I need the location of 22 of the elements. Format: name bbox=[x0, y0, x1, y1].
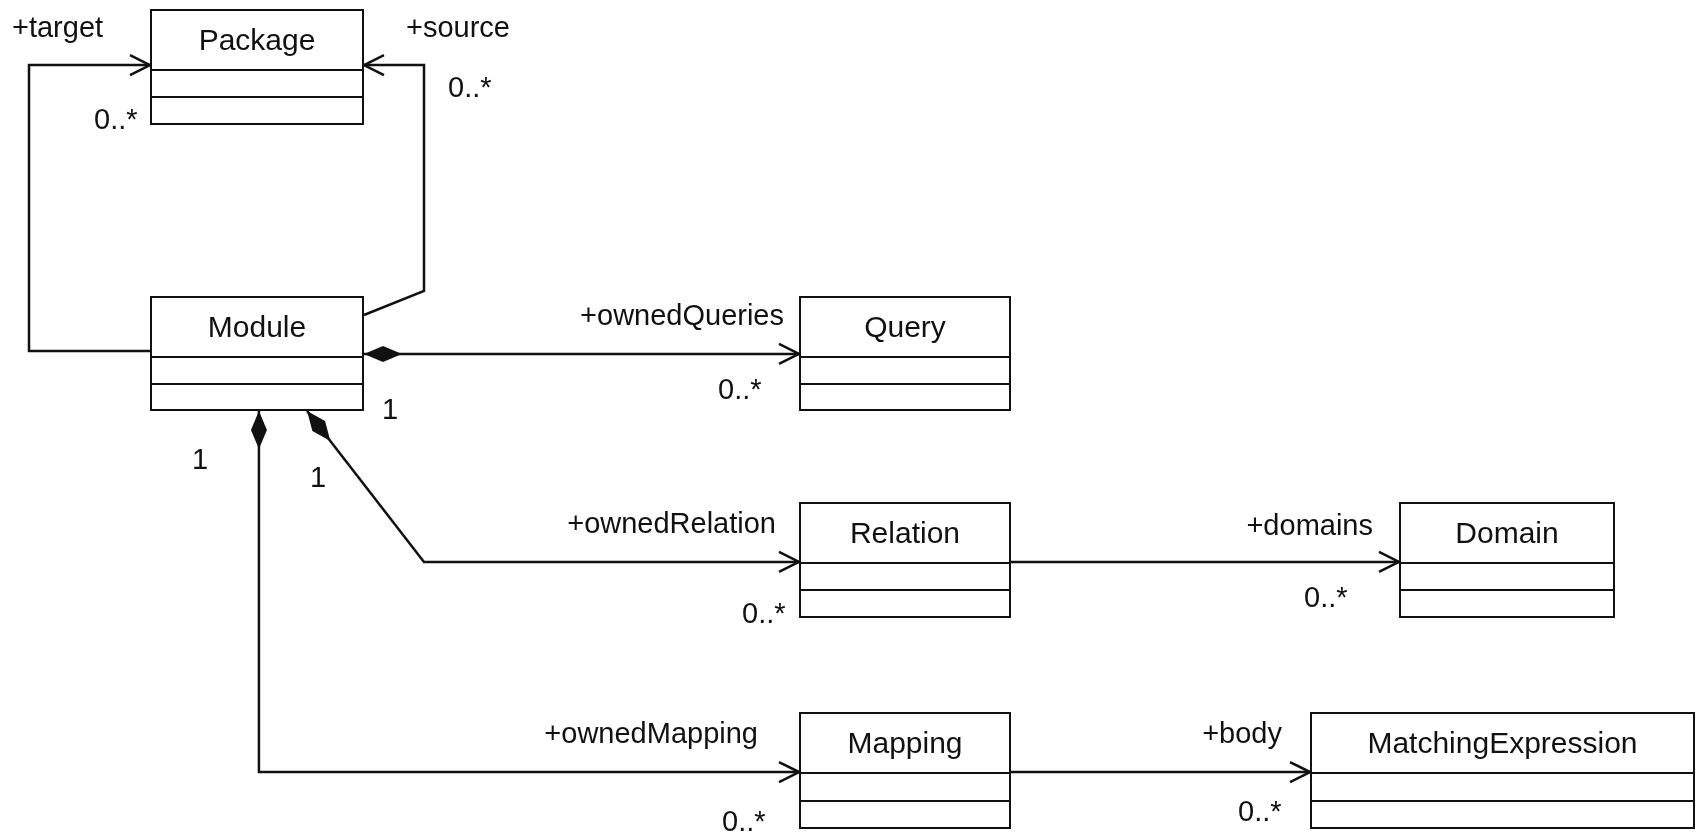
class-box bbox=[150, 9, 364, 125]
association-arrow bbox=[1011, 550, 1401, 574]
class-box bbox=[1399, 502, 1615, 618]
role-label: +body bbox=[1200, 718, 1284, 749]
association-arrow bbox=[27, 53, 152, 353]
role-label: +ownedQueries bbox=[578, 300, 786, 331]
composition-arrow bbox=[250, 411, 801, 784]
class-name: MatchingExpression bbox=[1367, 726, 1638, 760]
class-name: Domain bbox=[1455, 516, 1559, 550]
class-box bbox=[799, 712, 1011, 829]
class-box bbox=[1310, 712, 1695, 829]
composition-arrow bbox=[306, 410, 801, 574]
class-name: Module bbox=[207, 310, 307, 344]
association-arrow bbox=[1011, 760, 1312, 784]
composition-arrow bbox=[364, 342, 801, 366]
class-box bbox=[799, 502, 1011, 618]
class-box bbox=[799, 296, 1011, 411]
class-name: Query bbox=[864, 310, 946, 344]
class-name: Mapping bbox=[847, 726, 963, 760]
class-name: Package bbox=[198, 23, 316, 57]
class-name: Relation bbox=[849, 516, 961, 550]
class-box bbox=[150, 296, 364, 411]
